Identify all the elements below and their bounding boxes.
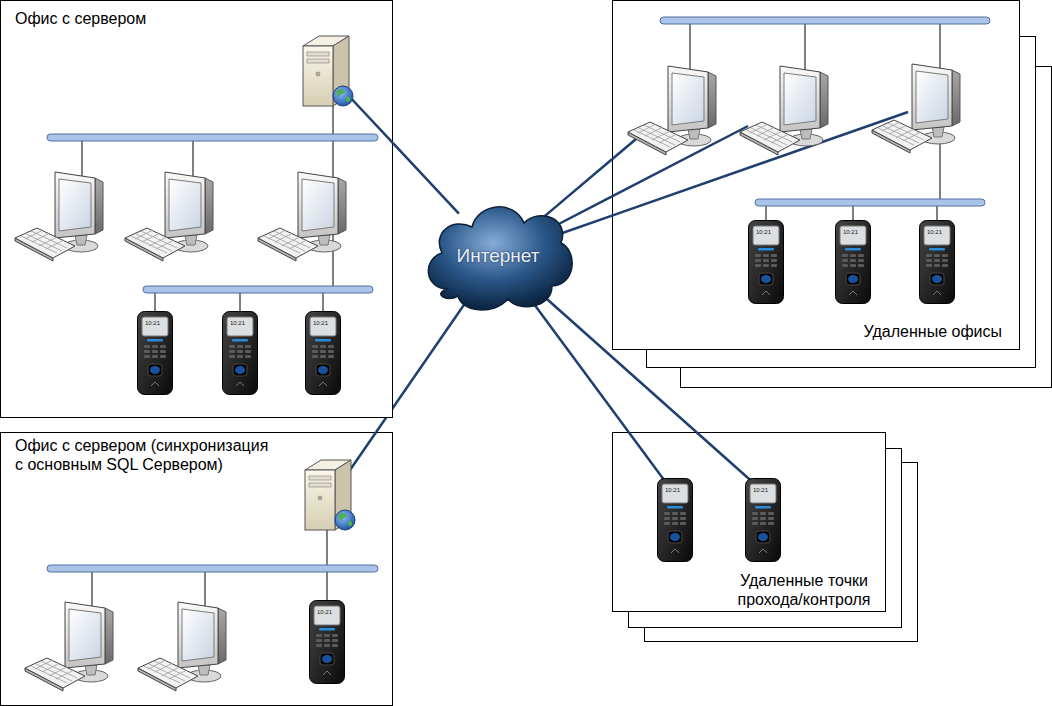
- workstation-icon: [15, 172, 103, 261]
- link-extension: [612, 126, 748, 196]
- network-link: [393, 143, 459, 213]
- network-bus: [47, 134, 378, 141]
- internet-cloud: Интернет: [418, 193, 578, 318]
- link-extension: [612, 134, 642, 159]
- cloud-label: Интернет: [457, 245, 540, 267]
- network-wire: [937, 206, 938, 222]
- network-bus: [143, 286, 373, 293]
- office-box: Офис с сервером: [0, 0, 393, 418]
- network-wire: [327, 528, 328, 602]
- network-wire: [805, 24, 806, 70]
- network-bus: [47, 565, 378, 572]
- server-icon: [305, 460, 355, 530]
- network-wire: [205, 572, 206, 606]
- workstation-icon: [258, 172, 346, 261]
- box-heading: Офис с сервером (синхронизация с основны…: [15, 436, 277, 474]
- network-wire: [82, 141, 83, 178]
- control-point-box: Удаленные точки прохода/контроля: [612, 432, 886, 612]
- workstation-icon: [740, 66, 828, 155]
- network-wire: [92, 572, 93, 606]
- box-heading: Офис с сервером: [15, 9, 315, 28]
- network-wire: [853, 206, 854, 222]
- network-wire: [323, 293, 324, 313]
- box-heading: Удаленные точки прохода/контроля: [729, 571, 879, 609]
- workstation-icon: [138, 602, 226, 691]
- workstation-icon: [25, 602, 113, 691]
- box-heading: Удаленные офисы: [782, 322, 1002, 341]
- server-icon: [303, 36, 353, 106]
- link-extension: [612, 112, 908, 216]
- network-wire: [690, 24, 691, 70]
- office-box: Офис с сервером (синхронизация с основны…: [0, 432, 393, 706]
- link-extension: [350, 432, 376, 470]
- workstation-icon: [125, 172, 213, 261]
- network-link: [555, 196, 612, 226]
- access-terminal: [836, 221, 871, 304]
- network-wire: [940, 24, 941, 202]
- network-link: [561, 216, 612, 234]
- network-wire: [155, 293, 156, 313]
- network-wire: [193, 141, 194, 178]
- access-terminal: [310, 601, 345, 684]
- remote-office-box: Удаленные офисы: [612, 0, 1020, 350]
- access-terminal: [223, 312, 258, 395]
- cloud-shape: [428, 207, 572, 310]
- network-bus: [755, 199, 985, 206]
- network-bus: [660, 17, 990, 24]
- workstation-icon: [628, 66, 716, 155]
- network-wire: [333, 100, 334, 293]
- access-terminal: [746, 479, 781, 562]
- network-wire: [240, 293, 241, 313]
- access-terminal: [749, 221, 784, 304]
- access-terminal: [138, 312, 173, 395]
- link-extension: [347, 94, 393, 143]
- network-wire: [766, 206, 767, 222]
- access-terminal: [658, 479, 693, 562]
- link-extension: [696, 432, 757, 486]
- access-terminal: [920, 221, 955, 304]
- network-link: [544, 159, 613, 217]
- access-terminal: [306, 312, 341, 395]
- link-extension: [629, 432, 670, 488]
- workstation-icon: [872, 64, 960, 153]
